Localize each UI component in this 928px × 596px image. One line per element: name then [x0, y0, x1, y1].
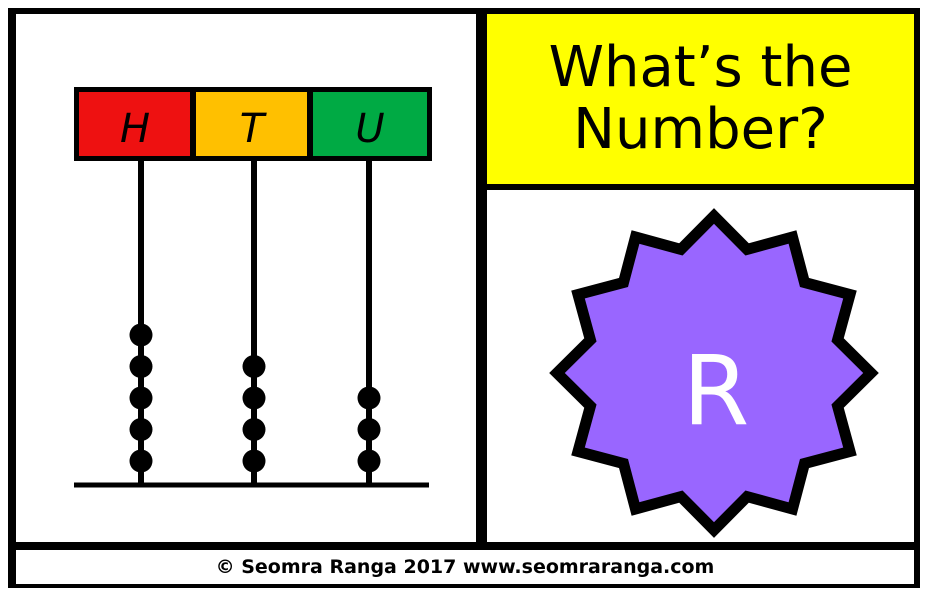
tens-bead	[242, 418, 266, 441]
hundreds-bead	[129, 418, 153, 441]
star-badge: R	[549, 208, 879, 538]
title-line-1: What’s the	[548, 35, 853, 100]
copyright-footer: © Seomra Ranga 2017 www.seomraranga.com	[215, 556, 715, 578]
title-line-2: Number?	[573, 97, 828, 162]
star-badge-shape	[549, 208, 879, 538]
abacus-panel: H T U	[16, 14, 476, 542]
footer-panel: © Seomra Ranga 2017 www.seomraranga.com	[16, 550, 914, 584]
abacus-beads	[129, 323, 381, 473]
hundreds-bead	[129, 355, 153, 378]
hundreds-label: H	[120, 106, 150, 152]
tens-label: T	[240, 106, 268, 152]
title-panel: What’s the Number?	[487, 14, 914, 184]
abacus-drawing: H T U	[74, 87, 432, 488]
tens-bead	[242, 449, 266, 473]
hundreds-header-box	[79, 92, 190, 156]
tens-header-box	[196, 92, 307, 156]
units-header-box	[313, 92, 427, 156]
units-bead	[357, 418, 381, 441]
hundreds-bead	[129, 386, 153, 410]
tens-bead	[242, 355, 266, 378]
units-bead	[357, 386, 381, 410]
tens-bead	[242, 386, 266, 410]
badge-panel: R	[487, 190, 914, 542]
units-label: U	[355, 106, 384, 152]
page-title: What’s the Number?	[549, 37, 853, 161]
units-bead	[357, 449, 381, 473]
badge-letter: R	[683, 335, 750, 447]
hundreds-bead	[129, 323, 153, 347]
hundreds-bead	[129, 449, 153, 473]
